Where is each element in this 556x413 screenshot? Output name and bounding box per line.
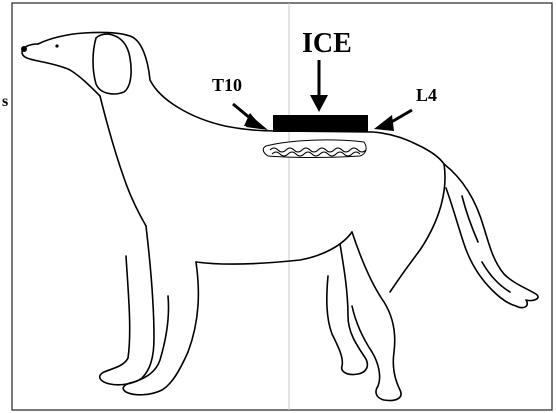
dog-nose (21, 46, 27, 52)
l4-label: L4 (416, 85, 437, 105)
ice-pack (273, 115, 368, 132)
ice-arrow (310, 60, 328, 112)
margin-character: s (2, 93, 8, 110)
spinal-cord-region (263, 140, 366, 158)
dog-outline (21, 32, 538, 400)
t10-label: T10 (212, 75, 242, 95)
dog-eye (55, 44, 58, 47)
dog-tail (444, 164, 538, 308)
t10-arrow (233, 104, 268, 130)
l4-arrow (374, 110, 412, 131)
ice-label: ICE (302, 28, 352, 59)
dog-ear (93, 34, 131, 94)
